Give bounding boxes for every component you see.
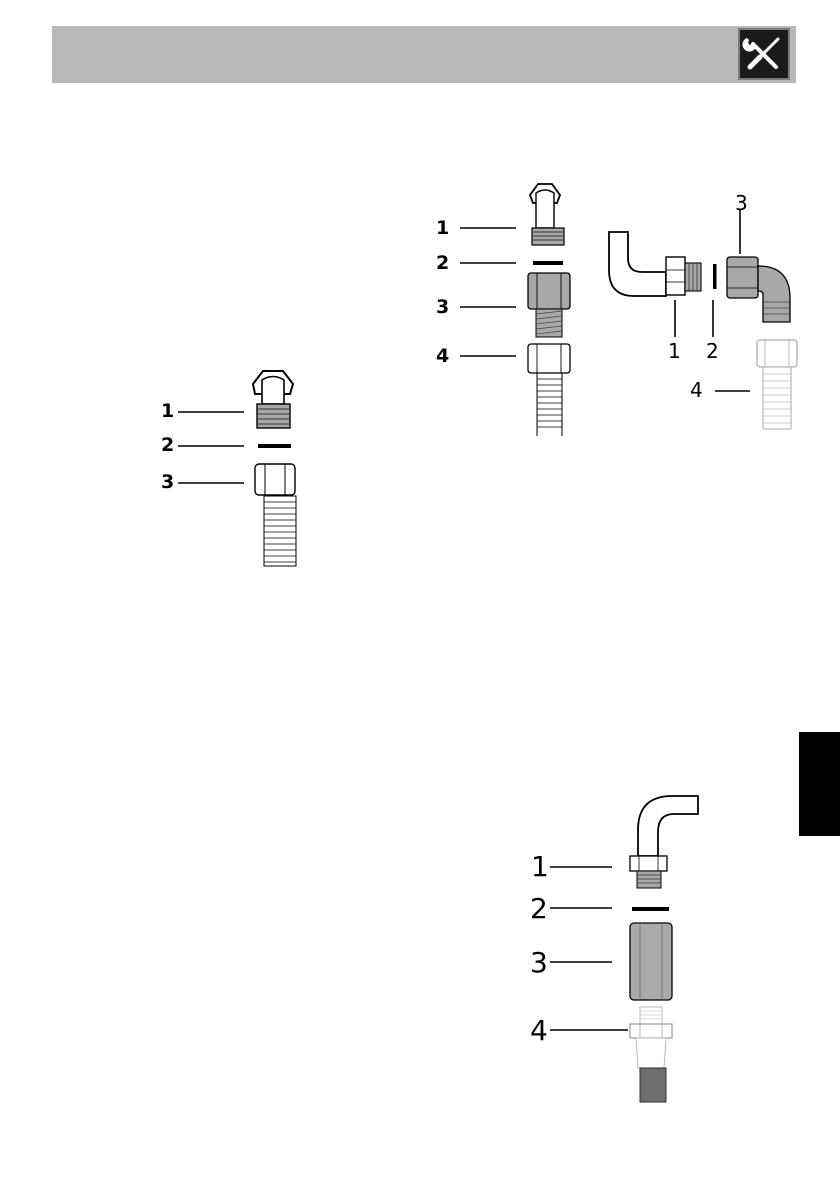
- label-b-2: 2: [436, 254, 449, 273]
- tools-icon: [738, 28, 790, 80]
- label-c-2: 2: [706, 341, 719, 361]
- figure-fitting-c: [600, 190, 810, 440]
- figure-fitting-d: [550, 790, 710, 1105]
- label-b-1: 1: [436, 219, 449, 238]
- label-b-3: 3: [436, 298, 449, 317]
- label-c-3: 3: [735, 193, 748, 213]
- figure-fitting-b: [460, 180, 590, 440]
- label-d-3: 3: [530, 949, 548, 977]
- label-a-2: 2: [161, 436, 174, 455]
- side-tab: [799, 732, 840, 836]
- label-d-1: 1: [531, 853, 549, 881]
- label-b-4: 4: [436, 347, 449, 366]
- label-d-2: 2: [530, 895, 548, 923]
- label-a-1: 1: [161, 402, 174, 421]
- label-d-4: 4: [530, 1017, 548, 1045]
- label-a-3: 3: [161, 473, 174, 492]
- figure-fitting-a: [150, 360, 320, 575]
- header-bar: [52, 26, 796, 83]
- label-c-1: 1: [668, 341, 681, 361]
- label-c-4: 4: [690, 380, 703, 400]
